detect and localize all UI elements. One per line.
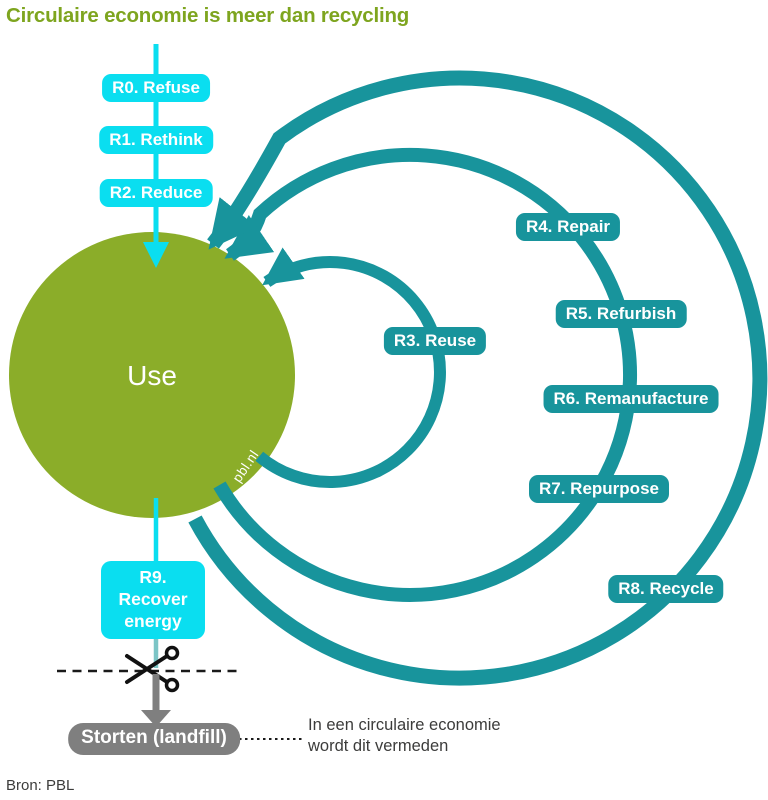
source-note: Bron: PBL xyxy=(6,777,75,794)
annotation-line1: In een circulaire economie xyxy=(308,716,501,734)
page-title: Circulaire economie is meer dan recyclin… xyxy=(6,4,410,27)
tag-r9-recover-energy: R9. Recover energy xyxy=(101,561,205,639)
loop-large-arc xyxy=(188,70,768,686)
tag-r9-line1: R9. Recover xyxy=(118,567,188,609)
landfill-arrowhead-icon xyxy=(141,710,171,727)
tag-r5-refurbish: R5. Refurbish xyxy=(555,300,687,328)
tag-r8-recycle: R8. Recycle xyxy=(608,575,724,603)
tag-r1-rethink: R1. Rethink xyxy=(99,126,213,154)
annotation-line2: wordt dit vermeden xyxy=(308,737,449,755)
annotation-note: In een circulaire economie wordt dit ver… xyxy=(308,715,501,757)
tag-r2-reduce: R2. Reduce xyxy=(99,179,213,207)
tag-r0-refuse: R0. Refuse xyxy=(102,74,210,102)
loop-r3-arc xyxy=(255,247,446,489)
loop-medium-arc xyxy=(213,147,637,602)
tag-r7-repurpose: R7. Repurpose xyxy=(529,475,669,503)
tag-r9-line2: energy xyxy=(124,611,182,631)
landfill-tag: Storten (landfill) xyxy=(68,723,240,755)
use-circle xyxy=(9,232,295,518)
use-circle-label: Use xyxy=(127,360,177,391)
tag-r3-reuse: R3. Reuse xyxy=(383,327,487,355)
tag-r6-remanufacture: R6. Remanufacture xyxy=(543,385,719,413)
scissors-icon xyxy=(125,645,180,693)
input-arrowhead-icon xyxy=(143,242,169,268)
tag-r4-repair: R4. Repair xyxy=(515,213,621,241)
